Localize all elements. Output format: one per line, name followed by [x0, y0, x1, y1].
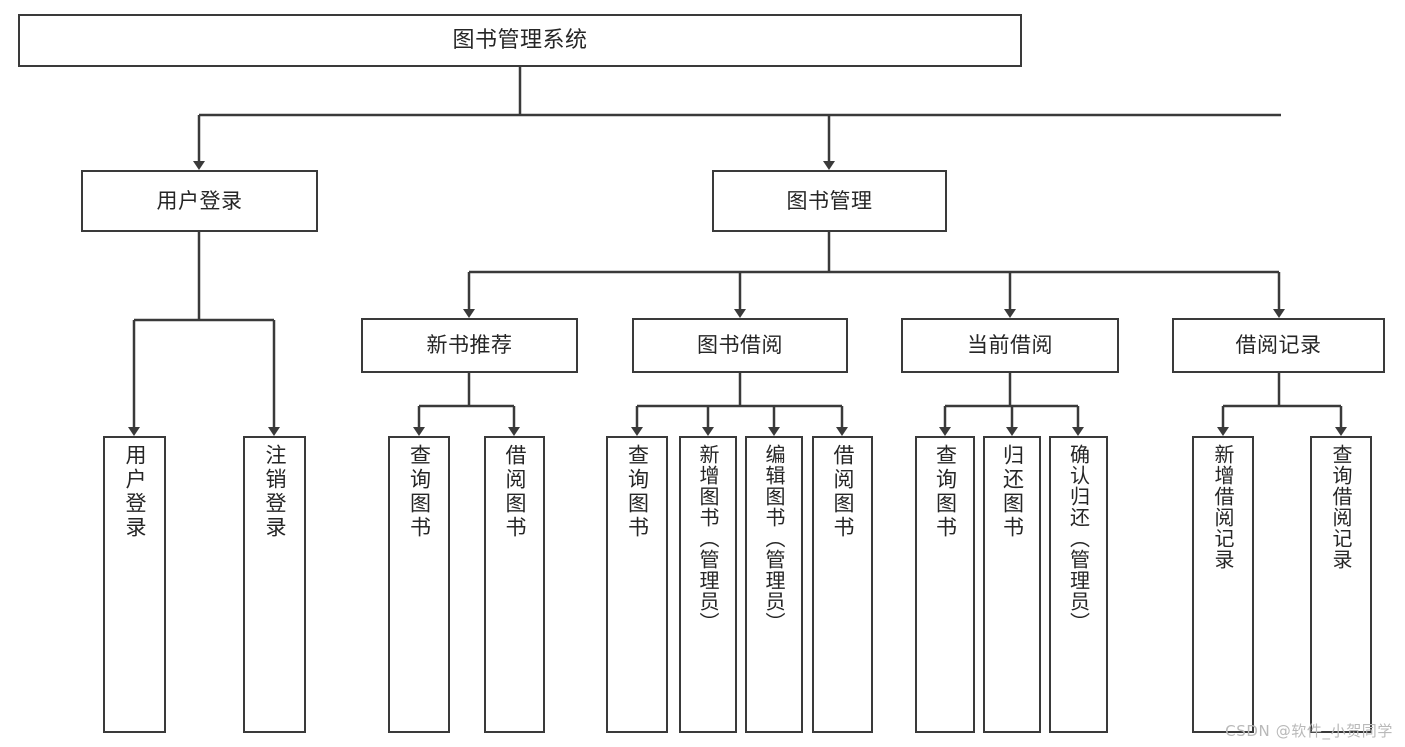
node-label: 新增借阅记录	[1211, 444, 1235, 570]
node-label: 确认归还（管理员）	[1066, 444, 1091, 633]
node-label: 用户登录	[156, 188, 243, 213]
leaf-new-book-borrow[interactable]: 借阅图书	[484, 436, 545, 733]
node-user-login[interactable]: 用户登录	[81, 170, 318, 232]
node-borrow-records[interactable]: 借阅记录	[1172, 318, 1385, 373]
leaf-current-borrow-confirm[interactable]: 确认归还（管理员）	[1049, 436, 1108, 733]
leaf-borrow-records-query[interactable]: 查询借阅记录	[1310, 436, 1372, 733]
leaf-borrow-records-add[interactable]: 新增借阅记录	[1192, 436, 1254, 733]
node-new-book-recommend[interactable]: 新书推荐	[361, 318, 578, 373]
leaf-book-borrow-borrow[interactable]: 借阅图书	[812, 436, 873, 733]
node-label: 注销登录	[263, 444, 287, 540]
node-label: 查询图书	[407, 444, 432, 540]
node-label: 新书推荐	[426, 333, 513, 358]
node-label: 图书管理	[786, 188, 873, 213]
leaf-current-borrow-return[interactable]: 归还图书	[983, 436, 1041, 733]
node-label: 图书管理系统	[452, 27, 588, 53]
node-label: 查询图书	[625, 444, 650, 540]
leaf-book-borrow-edit[interactable]: 编辑图书（管理员）	[745, 436, 803, 733]
leaf-new-book-query[interactable]: 查询图书	[388, 436, 450, 733]
leaf-user-login-login[interactable]: 用户登录	[103, 436, 166, 733]
node-label: 借阅图书	[831, 444, 855, 540]
leaf-book-borrow-add[interactable]: 新增图书（管理员）	[679, 436, 737, 733]
watermark-text: CSDN @软件_小贺同学	[1225, 722, 1393, 740]
node-root-system[interactable]: 图书管理系统	[18, 14, 1022, 67]
node-current-borrow[interactable]: 当前借阅	[901, 318, 1119, 373]
node-label: 用户登录	[123, 444, 147, 540]
node-label: 图书借阅	[697, 333, 783, 358]
node-label: 归还图书	[1000, 444, 1025, 540]
leaf-current-borrow-query[interactable]: 查询图书	[915, 436, 975, 733]
node-label: 查询图书	[933, 444, 958, 540]
node-label: 当前借阅	[967, 333, 1053, 358]
node-label: 借阅记录	[1235, 333, 1322, 358]
node-label: 查询借阅记录	[1329, 444, 1353, 570]
node-label: 借阅图书	[503, 444, 527, 540]
leaf-book-borrow-query[interactable]: 查询图书	[606, 436, 668, 733]
leaf-user-login-logout[interactable]: 注销登录	[243, 436, 306, 733]
node-label: 编辑图书（管理员）	[762, 444, 786, 633]
node-book-borrow[interactable]: 图书借阅	[632, 318, 848, 373]
node-label: 新增图书（管理员）	[696, 444, 720, 633]
node-book-management[interactable]: 图书管理	[712, 170, 947, 232]
